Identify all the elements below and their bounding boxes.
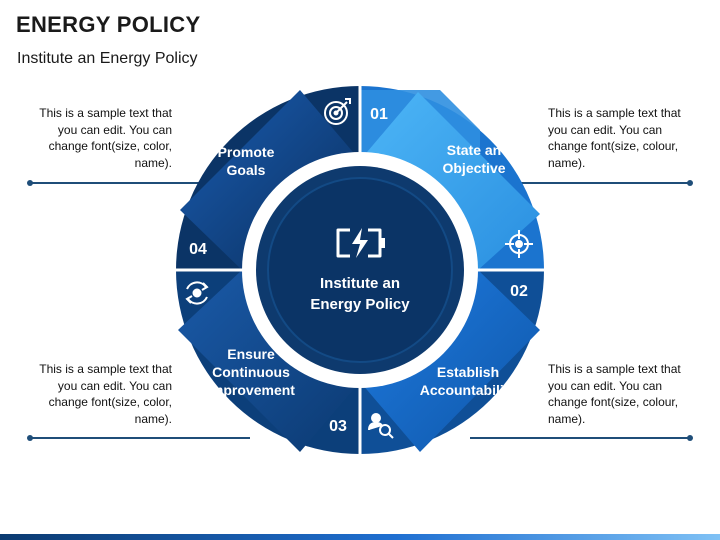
- segment-04-panel: [180, 90, 358, 270]
- segment-02-label-line1: Establish: [437, 364, 499, 380]
- segment-02-label-line2: Accountability: [420, 382, 517, 398]
- segment-03-panel: [178, 270, 358, 452]
- note-bottom-right: This is a sample text that you can edit.…: [548, 362, 681, 426]
- note-top-left: This is a sample text that you can edit.…: [39, 106, 172, 170]
- segment-02-panel: [362, 270, 540, 452]
- page-title: ENERGY POLICY: [16, 12, 201, 37]
- center-label-line2: Energy Policy: [310, 296, 410, 313]
- cycle-arrows-icon: [185, 281, 209, 305]
- user-search-icon: [368, 413, 394, 439]
- segment-04-label-line1: Promote: [218, 144, 275, 160]
- leader-line-bottom-left: [27, 434, 250, 441]
- segment-03-label-line2: Continuous: [212, 364, 290, 380]
- crosshair-icon: [505, 230, 533, 258]
- leader-dot-icon: [687, 434, 693, 441]
- segment-04-number: 04: [189, 241, 207, 258]
- segment-01-number: 01: [370, 106, 388, 123]
- battery-charging-icon: [336, 228, 385, 258]
- segment-01-label-line2: Objective: [442, 160, 505, 176]
- leader-dot-icon: [27, 179, 33, 186]
- target-dart-icon: [324, 98, 351, 125]
- segment-04-label-line2: Goals: [227, 162, 266, 178]
- segment-01-panel: [362, 92, 540, 270]
- segment-01-label-line1: State an: [447, 142, 501, 158]
- center-inner: [267, 177, 453, 363]
- note-bottom-left: This is a sample text that you can edit.…: [39, 362, 172, 426]
- note-top-right: This is a sample text that you can edit.…: [548, 106, 681, 170]
- page-subtitle: Institute an Energy Policy: [17, 50, 198, 67]
- footer-accent-bar: [0, 534, 720, 540]
- segment-03-number: 03: [329, 418, 347, 435]
- leader-dot-icon: [27, 434, 33, 441]
- segment-03-label-line1: Ensure: [227, 346, 275, 362]
- leader-line-bottom-right: [470, 434, 693, 441]
- leader-line-top-right: [470, 179, 693, 186]
- segment-03-label-line3: Improvement: [207, 382, 295, 398]
- leader-dot-icon: [687, 179, 693, 186]
- segment-02-number: 02: [510, 283, 528, 300]
- center-label-line1: Institute an: [320, 275, 400, 292]
- leader-line-top-left: [27, 179, 240, 186]
